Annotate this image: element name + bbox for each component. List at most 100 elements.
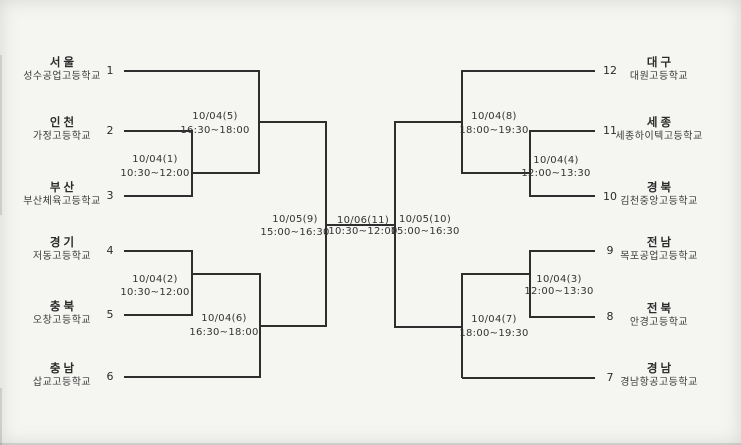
team-school: 세종하이텍고등학교 — [615, 130, 703, 142]
bracket-line — [191, 130, 193, 197]
match-time: 16:30~18:00 — [189, 327, 259, 338]
team-region: 전남 — [646, 235, 675, 249]
bracket-line — [461, 273, 531, 275]
team-region: 대구 — [646, 55, 675, 69]
bracket-line — [325, 121, 327, 326]
seed-number-1: 1 — [106, 64, 114, 77]
bracket-line — [191, 172, 260, 174]
team-region: 경북 — [646, 180, 675, 194]
bracket-line — [529, 130, 531, 197]
match-date: 10/04(6) — [201, 313, 247, 324]
team-label-daegu: 대구 대원고등학교 — [594, 55, 724, 83]
match-date: 10/05(10) — [398, 214, 452, 225]
bracket-line — [124, 314, 193, 316]
team-label-gyeonggi: 경기 저동고등학교 — [4, 235, 120, 263]
team-label-busan: 부산 부산체육고등학교 — [4, 180, 120, 208]
bracket-line — [530, 250, 595, 252]
match-time: 12:00~13:30 — [524, 286, 594, 297]
match-date: 10/04(3) — [536, 274, 582, 285]
team-region: 충북 — [49, 299, 78, 313]
team-school: 김천중앙고등학교 — [620, 195, 698, 207]
seed-number-6: 6 — [106, 370, 114, 383]
team-region: 부산 — [49, 180, 78, 194]
team-region: 경기 — [49, 235, 78, 249]
bracket-line — [124, 376, 261, 378]
seed-number-3: 3 — [106, 189, 114, 202]
match-label-6: 10/04(6) 16:30~18:00 — [174, 312, 274, 340]
bracket-line — [124, 250, 193, 252]
team-school: 삽교고등학교 — [32, 376, 92, 388]
scan-artifact — [0, 388, 2, 445]
team-region: 경남 — [646, 361, 675, 375]
team-label-chungnam: 충남 삽교고등학교 — [4, 361, 120, 389]
team-region: 전북 — [646, 301, 675, 315]
bracket-line — [124, 130, 193, 132]
scan-artifact — [0, 55, 2, 215]
team-school: 경남항공고등학교 — [620, 376, 698, 388]
seed-number-8: 8 — [606, 310, 614, 323]
scan-artifact — [0, 443, 741, 445]
team-region: 서울 — [49, 55, 78, 69]
match-label-5: 10/04(5) 16:30~18:00 — [165, 110, 265, 138]
match-time: 10:30~12:00 — [120, 287, 190, 298]
bracket-line — [462, 70, 595, 72]
match-time: 10:30~12:00 — [328, 226, 398, 237]
seed-number-5: 5 — [106, 308, 114, 321]
seed-number-2: 2 — [106, 124, 114, 137]
bracket-line — [529, 250, 531, 318]
bracket-line — [461, 273, 463, 378]
match-time: 15:00~16:30 — [390, 226, 460, 237]
match-date: 10/04(4) — [533, 155, 579, 166]
team-label-jeonbuk: 전북 안경고등학교 — [594, 301, 724, 329]
bracket-line — [124, 195, 193, 197]
match-label-8: 10/04(8) 18:00~19:30 — [444, 110, 544, 138]
seed-number-7: 7 — [606, 371, 614, 384]
match-time: 18:00~19:30 — [459, 125, 529, 136]
match-date: 10/04(5) — [192, 111, 238, 122]
team-school: 가정고등학교 — [32, 130, 92, 142]
team-label-gyeongbuk: 경북 김천중앙고등학교 — [594, 180, 724, 208]
match-date: 10/05(9) — [272, 214, 318, 225]
team-school: 부산체육고등학교 — [23, 195, 101, 207]
team-label-chungbuk: 충북 오창고등학교 — [4, 299, 120, 327]
bracket-line — [462, 377, 595, 379]
team-school: 대원고등학교 — [629, 70, 689, 82]
bracket-line — [394, 326, 463, 328]
match-label-7: 10/04(7) 18:00~19:30 — [444, 313, 544, 341]
bracket-line — [258, 121, 327, 123]
team-label-jeonnam: 전남 목포공업고등학교 — [594, 235, 724, 263]
match-date: 10/06(11) — [336, 215, 390, 226]
team-school: 목포공업고등학교 — [620, 250, 698, 262]
bracket-line — [191, 250, 193, 316]
match-label-semifinal-left: 10/05(9) 15:00~16:30 — [245, 213, 345, 239]
team-region: 세종 — [646, 115, 675, 129]
bracket-line — [394, 121, 396, 328]
match-time: 16:30~18:00 — [180, 125, 250, 136]
match-label-semifinal-right: 10/05(10) 15:00~16:30 — [375, 214, 475, 238]
match-time: 18:00~19:30 — [459, 328, 529, 339]
team-region: 인천 — [49, 115, 78, 129]
team-school: 안경고등학교 — [629, 316, 689, 328]
match-label-2: 10/04(2) 10:30~12:00 — [105, 273, 205, 299]
seed-number-11: 11 — [603, 124, 617, 137]
team-label-sejong: 세종 세종하이텍고등학교 — [594, 115, 724, 143]
team-label-incheon: 인천 가정고등학교 — [4, 115, 120, 143]
match-time: 10:30~12:00 — [120, 168, 190, 179]
match-time: 12:00~13:30 — [521, 168, 591, 179]
team-school: 성수공업고등학교 — [23, 70, 101, 82]
match-date: 10/04(2) — [132, 274, 178, 285]
bracket-line — [530, 130, 595, 132]
match-label-3: 10/04(3) 12:00~13:30 — [509, 274, 609, 298]
seed-number-9: 9 — [606, 244, 614, 257]
match-label-1: 10/04(1) 10:30~12:00 — [105, 153, 205, 181]
team-label-seoul: 서울 성수공업고등학교 — [4, 55, 120, 83]
bracket-line — [124, 70, 260, 72]
team-region: 충남 — [49, 361, 78, 375]
match-time: 15:00~16:30 — [260, 227, 330, 238]
bracket-line — [461, 172, 531, 174]
bracket-line-final — [325, 224, 396, 226]
team-school: 저동고등학교 — [32, 250, 92, 262]
match-date: 10/04(8) — [471, 111, 517, 122]
bracket-line — [259, 325, 327, 327]
